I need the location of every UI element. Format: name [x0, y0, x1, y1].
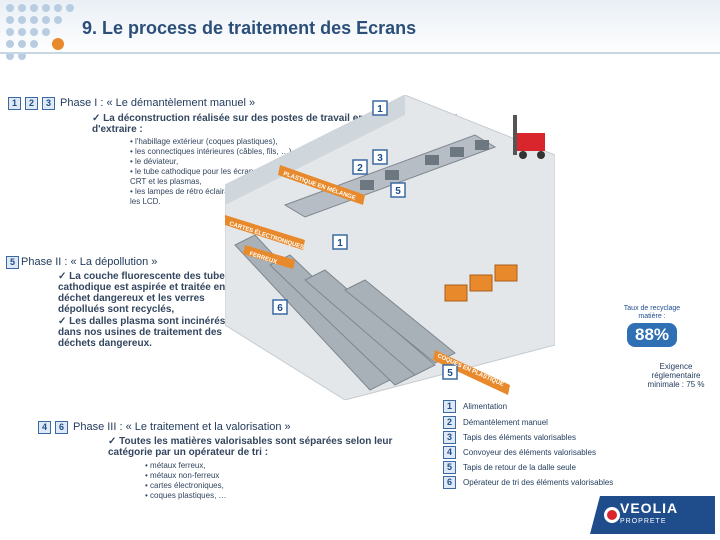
list-item: • l'habillage extérieur (coques plastiqu…	[130, 137, 278, 146]
phase3-intro: ✓ Toutes les matières valorisables sont …	[108, 436, 393, 458]
veolia-logo-shape	[590, 496, 715, 534]
phase2-num-5: 5	[6, 256, 19, 269]
plant-marker-1: 1	[377, 104, 383, 115]
plant-marker-1b: 1	[337, 238, 343, 249]
legend-num: 3	[443, 431, 456, 444]
header-divider	[0, 52, 720, 54]
list-item: CRT et les plasmas,	[130, 177, 202, 186]
recycling-rate-label: Taux de recyclage matière :	[623, 305, 681, 320]
plant-marker-5: 5	[395, 186, 401, 197]
phase1-title: Phase I : « Le démantèlement manuel »	[60, 97, 256, 109]
legend-label: Opérateur de tri des éléments valorisabl…	[463, 478, 614, 487]
list-item: • cartes électroniques,	[145, 481, 224, 490]
phase1-num-3: 3	[42, 97, 55, 110]
legend-num: 6	[443, 476, 456, 489]
phase2-title: Phase II : « La dépollution »	[21, 256, 158, 268]
legend-num: 2	[443, 416, 456, 429]
plant-marker-2: 2	[357, 163, 363, 174]
plant-marker-3: 3	[377, 153, 383, 164]
list-item: • le tube cathodique pour les écrans	[130, 167, 258, 176]
plant-marker-5b: 5	[447, 368, 453, 379]
header-band	[0, 0, 720, 60]
legend-label: Tapis des éléments valorisables	[463, 433, 576, 442]
legend-label: Alimentation	[463, 402, 508, 411]
phase3-num-6: 6	[55, 421, 68, 434]
list-item: • métaux ferreux,	[145, 461, 206, 470]
legend-num: 5	[443, 461, 456, 474]
phase1-bullet-list: • l'habillage extérieur (coques plastiqu…	[130, 137, 300, 207]
list-item: • les connectiques intérieures (câbles, …	[130, 147, 294, 156]
legend-label: Convoyeur des éléments valorisables	[463, 448, 596, 457]
plant-marker-6: 6	[277, 303, 283, 314]
phase3-num-4: 4	[38, 421, 51, 434]
list-item: les LCD.	[130, 197, 161, 206]
veolia-logo: VEOLIA PROPRETE	[590, 496, 715, 534]
list-item: • le déviateur,	[130, 157, 179, 166]
page-title: 9. Le process de traitement des Ecrans	[82, 18, 417, 38]
recycling-rate: Taux de recyclage matière : 88%	[612, 305, 692, 347]
veolia-logo-text: VEOLIA	[620, 500, 679, 516]
phase2-para-1: ✓ La couche fluorescente des tubes catho…	[58, 271, 231, 315]
phase1-num-1: 1	[8, 97, 21, 110]
list-item: • coques plastiques, …	[145, 491, 227, 500]
list-item: • métaux non-ferreux	[145, 471, 220, 480]
phase3-title: Phase III : « Le traitement et la valori…	[73, 421, 291, 433]
veolia-logo-subtext: PROPRETE	[620, 518, 667, 525]
phase2-para-2: ✓ Les dalles plasma sont incinérés dans …	[58, 316, 226, 349]
legend-label: Démantèlement manuel	[463, 418, 548, 427]
phase3-bullet-list: • métaux ferreux, • métaux non-ferreux •…	[145, 461, 295, 501]
recycling-plant-illustration: 1 2 3 5 1 6 5 CARTES ÉLECTRONIQUES FERRE…	[225, 95, 555, 400]
phase1-num-2: 2	[25, 97, 38, 110]
recycling-rate-value: 88%	[626, 323, 678, 347]
phase1-intro: ✓ La déconstruction réalisée sur des pos…	[92, 113, 458, 135]
legend-num: 4	[443, 446, 456, 459]
list-item: • les lampes de rétro éclairage pour	[130, 187, 256, 196]
legend-label: Tapis de retour de la dalle seule	[463, 463, 576, 472]
dot-pattern-decoration	[6, 4, 74, 60]
legend-num: 1	[443, 400, 456, 413]
regulatory-requirement: Exigence réglementaire minimale : 75 %	[647, 362, 705, 389]
